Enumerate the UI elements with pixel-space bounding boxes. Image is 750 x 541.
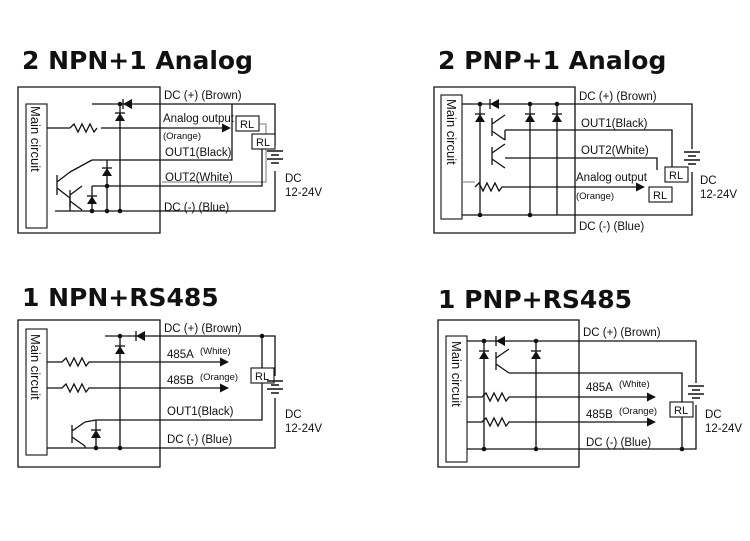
485a-color-label-2: (White) [619,379,650,390]
battery-icon [266,150,284,164]
485b-color-label: (Orange) [200,372,238,383]
analog-color-label: (Orange) [163,131,201,142]
zener-diode-icon [114,112,126,122]
supply-label-4: DC [705,409,722,421]
panel-pnp-analog: Main circuit DC (+) (Brown) OUT1(Black) … [433,86,737,234]
zener-diode-icon-10 [530,350,542,360]
analog-output-label: Analog output [163,113,235,125]
zener-diode-icon-4 [474,113,486,123]
485a-color-label: (White) [200,346,231,357]
supply-diode-icon-4 [495,335,506,347]
voltage-label: 12-24V [285,187,322,199]
zener-diode-icon-9 [478,350,490,360]
panel-title-pnp-analog: 2 PNP+1 Analog [438,46,667,75]
zener-diode-icon-2 [101,167,113,177]
load-label-2: RL [256,137,270,149]
load-resistor-2 [251,133,276,150]
dc-plus-label: DC (+) (Brown) [164,90,242,102]
load-label-1: RL [240,119,254,131]
main-circuit-label-3: Main circuit [28,334,43,400]
load-resistor-3 [664,166,689,183]
485b-label: 485B [167,375,194,387]
zener-diode-icon-7 [114,345,126,355]
voltage-label-4: 12-24V [705,423,742,435]
out2-label: OUT2(White) [165,172,233,184]
panel-title-pnp-rs485: 1 PNP+RS485 [438,285,633,314]
load-label-3: RL [669,170,683,182]
voltage-label-3: 12-24V [285,423,322,435]
main-circuit-box-2 [440,94,463,220]
dc-minus-label-4: DC (-) (Blue) [586,437,651,449]
zener-diode-icon-6 [551,113,563,123]
dc-minus-label: DC (-) (Blue) [164,202,229,214]
main-circuit-box-4 [445,335,468,463]
analog-output-label-2: Analog output [576,172,648,184]
supply-diode-icon-3 [135,330,146,342]
zener-diode-icon-3 [86,195,98,205]
dc-minus-label-2: DC (-) (Blue) [579,221,644,233]
supply-label-2: DC [700,175,717,187]
dc-plus-label-4: DC (+) (Brown) [583,327,661,339]
load-resistor-4 [648,186,673,203]
485b-label-2: 485B [586,409,613,421]
panel-title-npn-analog: 2 NPN+1 Analog [22,46,253,75]
main-circuit-label: Main circuit [28,106,43,172]
out2-label-2: OUT2(White) [581,145,649,157]
battery-icon-4 [687,385,705,399]
panel-npn-rs485: Main circuit DC (+) (Brown) 485A (White)… [17,319,322,468]
supply-label: DC [285,173,302,185]
load-label-6: RL [674,405,688,417]
panel-pnp-rs485: Main circuit DC (+) (Brown) 485A (White)… [437,319,742,468]
485a-label-2: 485A [586,382,613,394]
supply-diode-icon-2 [489,98,500,110]
panel-title-npn-rs485: 1 NPN+RS485 [22,283,219,312]
dc-minus-label-3: DC (-) (Blue) [167,434,232,446]
main-circuit-label-4: Main circuit [449,341,464,407]
analog-color-label-2: (Orange) [576,191,614,202]
out1-label-2: OUT1(Black) [581,118,648,130]
main-circuit-box [25,103,48,229]
load-label-4: RL [653,190,667,202]
485a-label: 485A [167,349,194,361]
zener-diode-icon-5 [524,113,536,123]
dc-plus-label-2: DC (+) (Brown) [579,91,657,103]
load-label-5: RL [255,371,269,383]
zener-diode-icon-8 [90,429,102,439]
panel-npn-analog: Main circuit DC (+) (Brown) Analog outpu… [17,86,322,234]
out1-label: OUT1(Black) [165,147,232,159]
battery-icon-2 [683,151,701,165]
485b-color-label-2: (Orange) [619,406,657,417]
main-circuit-box-3 [25,328,48,456]
dc-plus-label-3: DC (+) (Brown) [164,323,242,335]
supply-label-3: DC [285,409,302,421]
out1-label-3: OUT1(Black) [167,406,234,418]
supply-diode-icon [122,98,133,110]
voltage-label-2: 12-24V [700,189,737,201]
main-circuit-label-2: Main circuit [444,99,459,165]
